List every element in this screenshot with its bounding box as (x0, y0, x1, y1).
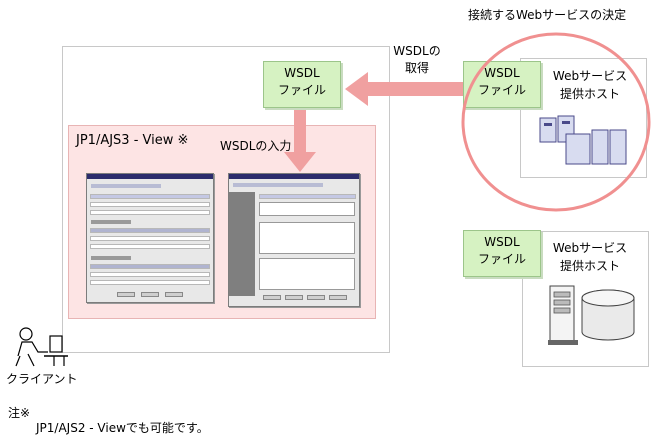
view-title: JP1/AJS3 - View ※ (76, 133, 189, 148)
client-user-icon (15, 327, 68, 367)
host-label-line1: Webサービス (552, 241, 628, 255)
thumbnail-row (259, 194, 356, 199)
host-label-line1: Webサービス (552, 69, 628, 83)
thumbnail-side-panel (229, 192, 255, 296)
wsdl-file-label-line2: ファイル (477, 252, 526, 266)
client-label: クライアント (6, 372, 78, 386)
decision-label: 接続するWebサービスの決定 (468, 8, 627, 22)
thumbnail-table (259, 258, 355, 290)
host-label-lower: Webサービス 提供ホスト (540, 239, 640, 275)
server-rack-icon (539, 115, 627, 165)
thumbnail-row (90, 264, 210, 269)
wsdl-file-label-line1: WSDL (284, 66, 320, 80)
thumbnail-button (165, 292, 183, 297)
wsdl-fetch-label: WSDLの 取得 (392, 43, 442, 77)
note-mark: 注※ (8, 406, 31, 420)
note-text: JP1/AJS2 - Viewでも可能です。 (36, 421, 209, 435)
host-label-line2: 提供ホスト (559, 259, 620, 273)
thumbnail-row (90, 272, 210, 277)
thumbnail-row (90, 244, 210, 249)
wsdl-file-host-lower: WSDL ファイル (463, 230, 541, 277)
thumbnail-list (259, 202, 355, 216)
tower-server-icon (548, 285, 635, 345)
thumbnail-row (90, 210, 210, 215)
wsdl-file-host-upper: WSDL ファイル (463, 61, 541, 108)
wsdl-fetch-arrow (345, 72, 468, 106)
thumbnail-row (90, 202, 210, 207)
wsdl-file-label-line2: ファイル (277, 83, 326, 97)
wsdl-fetch-label-line2: 取得 (404, 61, 429, 75)
thumbnail-button (285, 295, 303, 300)
thumbnail-section (91, 256, 131, 260)
wsdl-input-arrow (284, 110, 316, 172)
thumbnail-button (263, 295, 281, 300)
wsdl-file-label-line2: ファイル (477, 83, 526, 97)
thumbnail-section (91, 220, 131, 224)
thumbnail-titlebar (229, 174, 359, 179)
thumbnail-window-right (228, 173, 360, 307)
thumbnail-button (307, 295, 325, 300)
thumbnail-window-left (86, 173, 214, 303)
thumbnail-button (329, 295, 347, 300)
thumbnail-row (90, 194, 210, 199)
thumbnail-row (90, 228, 210, 233)
wsdl-file-client: WSDL ファイル (263, 61, 341, 108)
thumbnail-button (141, 292, 159, 297)
thumbnail-row (90, 236, 210, 241)
thumbnail-table (259, 222, 355, 254)
thumbnail-heading (233, 183, 323, 187)
thumbnail-tab-bar (91, 184, 161, 188)
host-label-upper: Webサービス 提供ホスト (540, 67, 640, 103)
wsdl-file-label-line1: WSDL (484, 235, 520, 249)
thumbnail-titlebar (87, 174, 213, 179)
thumbnail-button (117, 292, 135, 297)
wsdl-file-label-line1: WSDL (484, 66, 520, 80)
wsdl-fetch-label-line1: WSDLの (393, 44, 441, 58)
wsdl-input-label: WSDLの入力 (220, 139, 292, 153)
host-label-line2: 提供ホスト (559, 87, 620, 101)
selection-circle (461, 32, 651, 212)
thumbnail-row (90, 280, 210, 285)
